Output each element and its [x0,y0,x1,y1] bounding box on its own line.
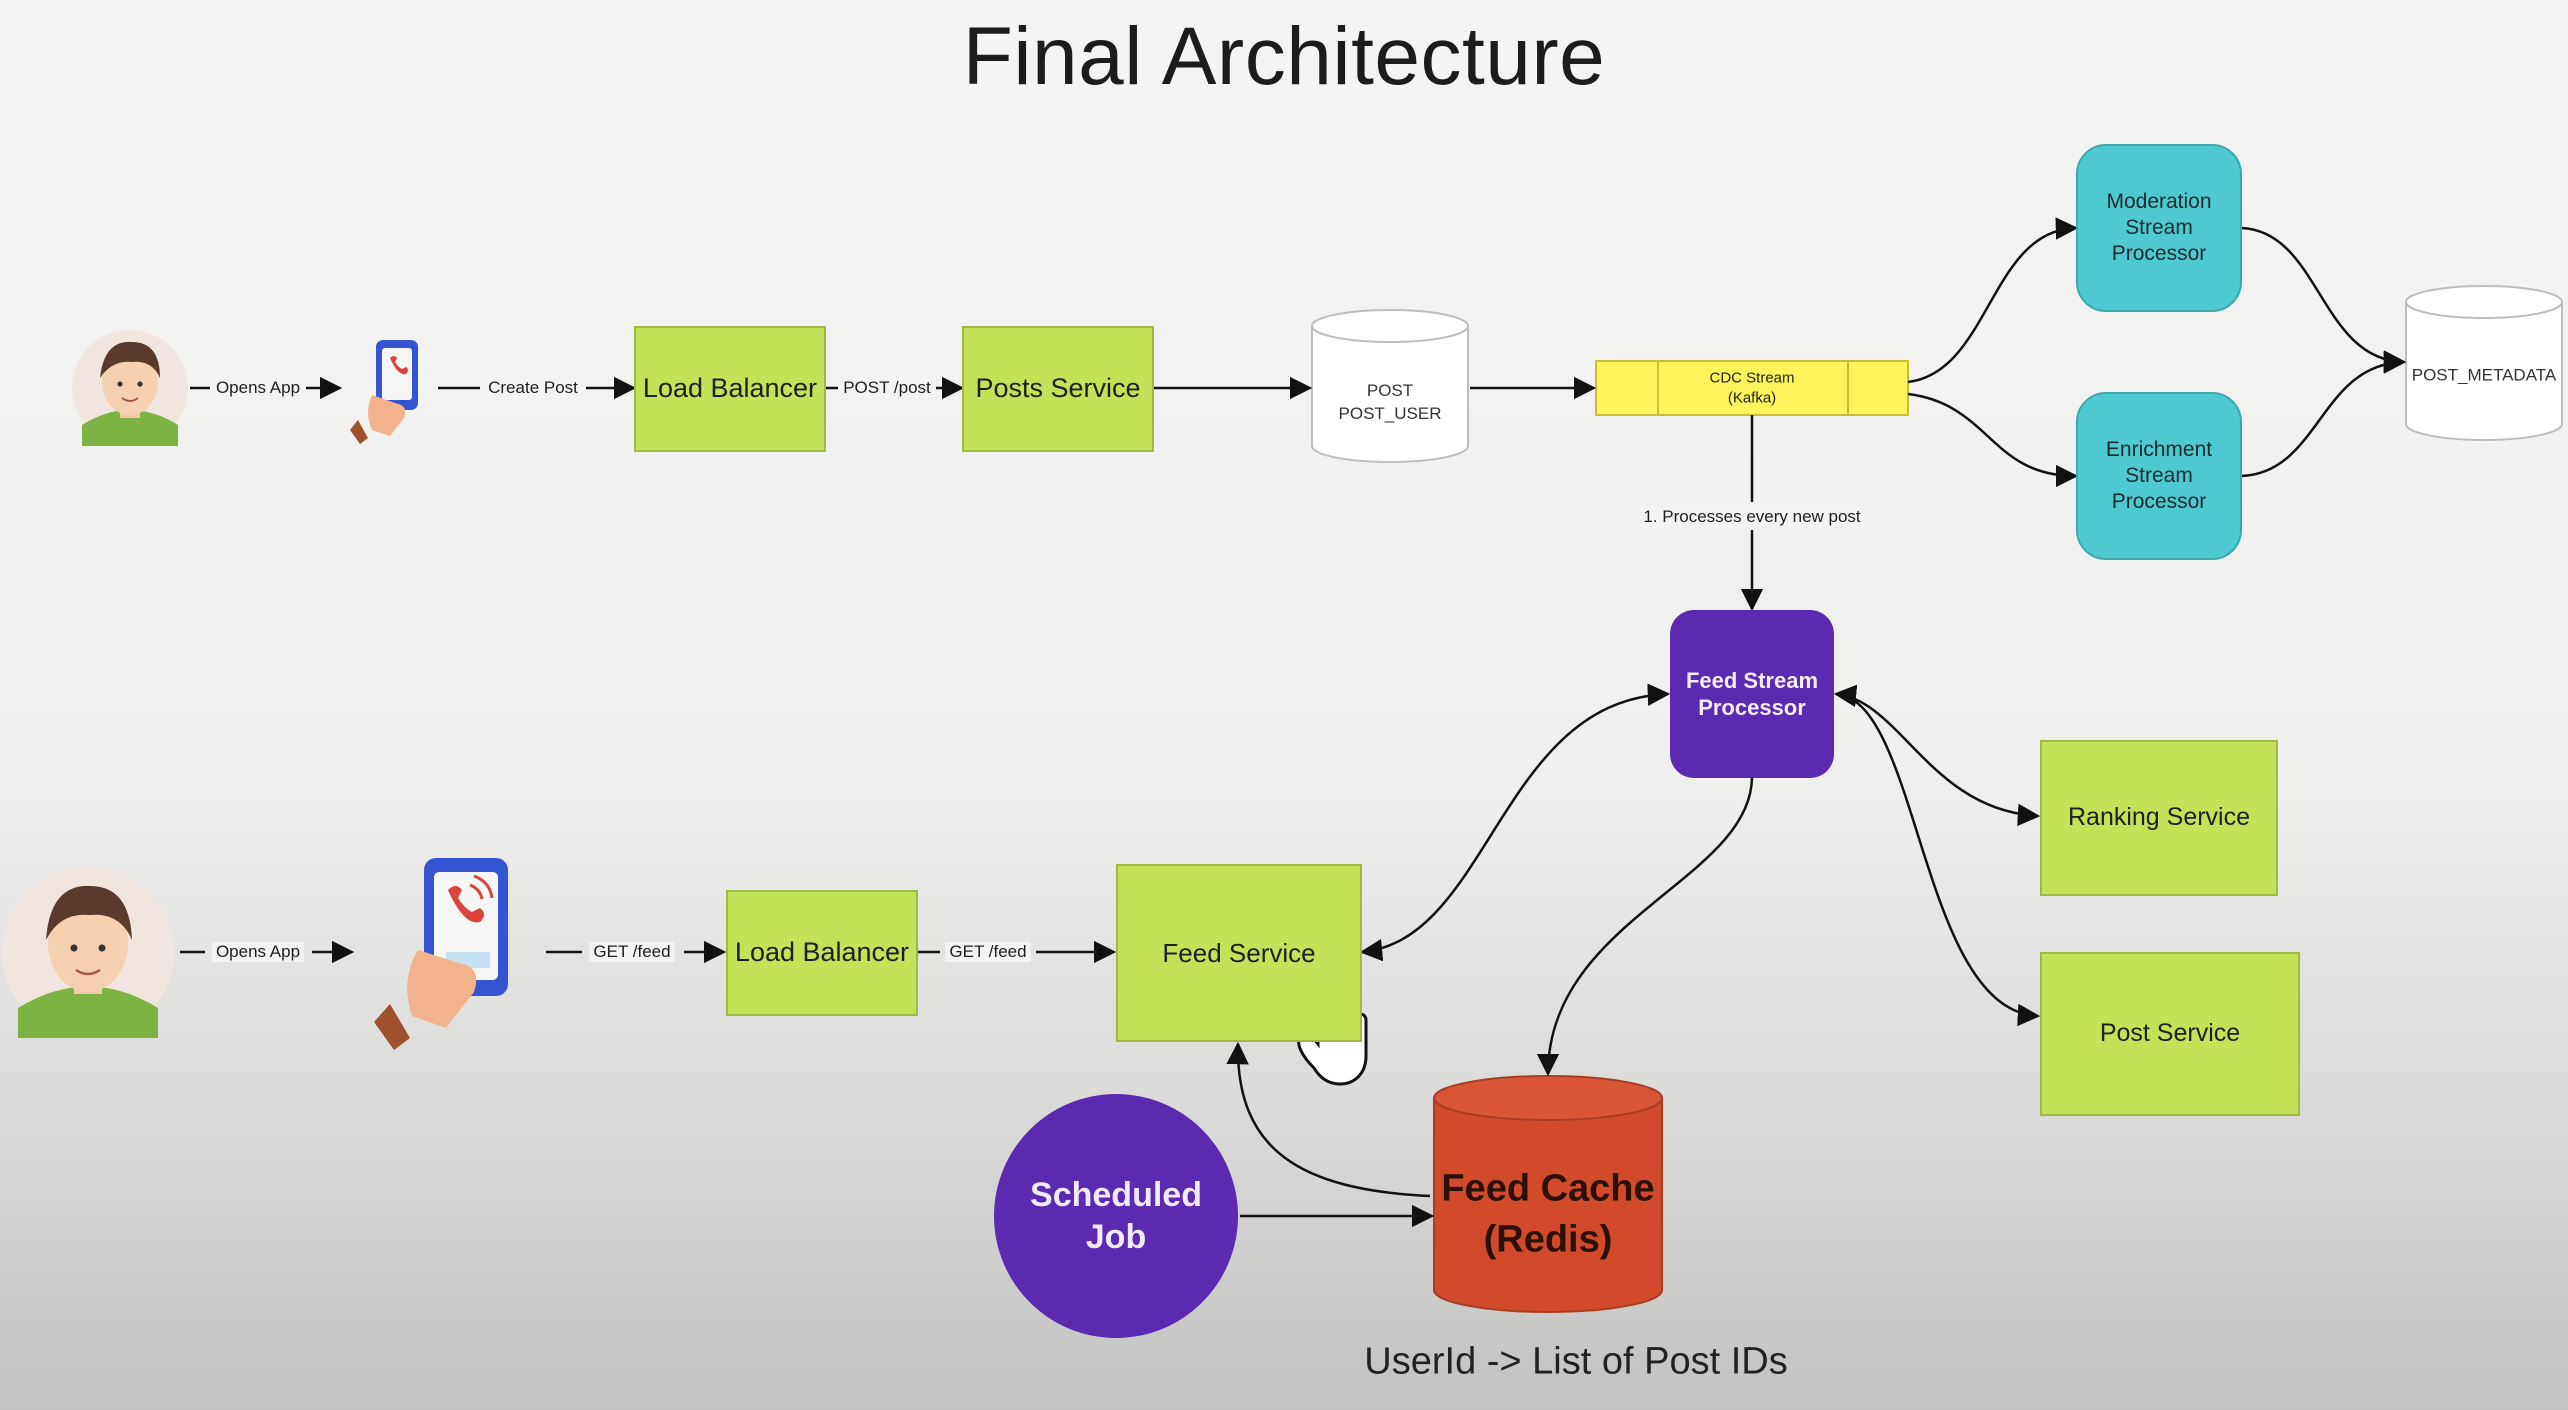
bottom-row-arrows [180,683,2041,1228]
scheduled-job: Scheduled Job [994,1136,1238,1296]
kafka-label-line1: CDC Stream [1709,369,1795,387]
enrichment-line2: Stream [2125,463,2193,487]
edge-label-create-post: Create Post [484,378,582,398]
moderation-stream-processor: Moderation Stream Processor [2076,144,2242,312]
posts-database [1311,309,1469,463]
edge-label-opens-app-top: Opens App [211,378,305,398]
scheduled-job-circle [994,1094,1238,1338]
phone-icon-bottom [374,858,508,1050]
posts-service: Posts Service [962,326,1154,452]
edge-label-post-post: POST /post [839,378,935,398]
post-metadata-label: POST_METADATA [2411,365,2557,385]
db-label-post-user: POST_USER [1338,404,1442,423]
moderation-line2: Stream [2125,215,2193,239]
moderation-line1: Moderation [2106,189,2212,213]
feed-service: Feed Service [1116,864,1362,1042]
cdc-stream-kafka [1595,360,1909,416]
enrichment-line3: Processor [2111,490,2207,514]
kafka-label: CDC Stream (Kafka) [1709,369,1794,408]
moderation-line3: Processor [2111,242,2207,266]
cache-line2: (Redis) [1483,1219,1613,1261]
edge-label-get-feed-2: GET /feed [945,942,1031,962]
feed-cache-redis [1433,1075,1663,1313]
top-row-arrows [190,217,2407,612]
load-balancer-bottom: Load Balancer [726,890,918,1016]
ranking-service: Ranking Service [2040,740,2278,896]
enrichment-stream-processor: Enrichment Stream Processor [2076,392,2242,560]
feed-stream-line1: Feed Stream [1685,667,1819,693]
posts-database-label: POST POST_USER [1339,380,1442,426]
page-title: Final Architecture [962,11,1606,102]
phone-icon-top [350,340,418,444]
user-avatar-bottom [2,866,174,1038]
cache-line1: Feed Cache [1441,1167,1655,1210]
post-service: Post Service [2040,952,2300,1116]
post-metadata-database [2405,285,2563,441]
cache-caption: UserId -> List of Post IDs [1364,1340,1788,1383]
user-avatar-top [72,330,188,446]
kafka-label-line2: (Kafka) [1727,389,1777,406]
feed-cache-label: Feed Cache (Redis) [1441,1164,1654,1267]
edge-label-opens-app-bottom: Opens App [211,942,305,962]
edge-label-get-feed-1: GET /feed [589,942,675,962]
load-balancer-top: Load Balancer [634,326,826,452]
db-label-post: POST [1366,381,1414,401]
feed-stream-line2: Processor [1698,695,1806,720]
enrichment-line1: Enrichment [2105,437,2213,461]
feed-stream-processor: Feed Stream Processor [1670,610,1834,778]
scheduled-line2: Job [1085,1218,1147,1256]
edge-label-processes: 1. Processes every new post [1639,507,1865,527]
scheduled-line1: Scheduled [1030,1175,1202,1214]
